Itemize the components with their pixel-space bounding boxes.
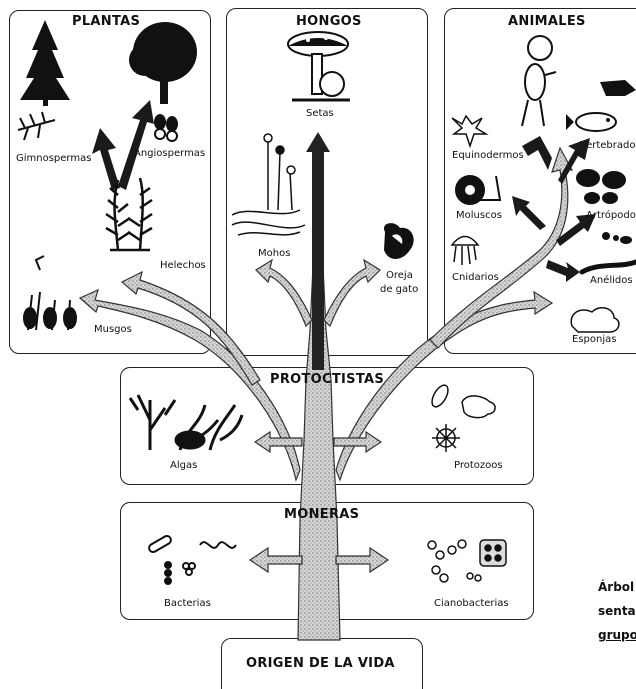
bacteria-illustration	[148, 535, 237, 585]
sponge-illustration	[570, 307, 620, 333]
broadleaf-tree-illustration	[129, 22, 197, 104]
label-algas: Algas	[170, 460, 198, 471]
label-helechos: Helechos	[160, 260, 206, 271]
label-vertebrados: Vertebrados	[580, 140, 636, 151]
hongos-title: HONGOS	[296, 14, 362, 29]
hongos-arrow	[306, 132, 330, 370]
fish-illustration	[566, 112, 617, 132]
starfish-illustration	[451, 114, 489, 149]
bird-illustration	[600, 80, 636, 96]
caption-line-1: Árbol f	[598, 580, 636, 594]
branch-plantas-dark	[92, 100, 154, 190]
label-cnidarios: Cnidarios	[452, 272, 499, 283]
fern-illustration	[105, 177, 153, 252]
label-bacterias: Bacterias	[164, 598, 211, 609]
label-cianobacterias: Cianobacterias	[434, 598, 509, 609]
mold-illustration	[231, 133, 306, 236]
branch-moneras	[248, 546, 390, 574]
label-esponjas: Esponjas	[572, 334, 617, 345]
label-musgos: Musgos	[94, 324, 132, 335]
mushroom-illustration	[287, 31, 350, 102]
label-angiospermas: Angiospermas	[134, 148, 206, 159]
protoctistas-title: PROTOCTISTAS	[270, 372, 384, 387]
acorn-illustration	[154, 114, 178, 142]
label-protozoos: Protozoos	[454, 460, 503, 471]
branch-hongos-sides	[255, 258, 381, 328]
moneras-title: MONERAS	[284, 507, 360, 522]
hongos-box	[226, 8, 428, 356]
label-moluscos: Moluscos	[456, 210, 502, 221]
plantas-title: PLANTAS	[72, 14, 141, 29]
algae-illustration	[128, 394, 244, 451]
cyanobacteria-illustration	[427, 539, 507, 583]
jellyfish-illustration	[450, 235, 480, 265]
label-oreja-2: de gato	[380, 284, 419, 295]
ant-illustration	[602, 232, 632, 244]
protozoa-illustration	[431, 384, 496, 452]
caption-line-3: grupos	[598, 628, 636, 642]
label-mohos: Mohos	[258, 248, 291, 259]
branch-animales	[335, 146, 574, 482]
worm-illustration	[579, 259, 636, 275]
label-equinodermos: Equinodermos	[452, 150, 524, 161]
animales-title: ANIMALES	[508, 14, 586, 29]
butterfly-illustration	[576, 169, 626, 204]
conifer-illustration	[20, 20, 70, 106]
label-artropodos: Artrópodos	[586, 210, 636, 221]
label-setas: Setas	[306, 108, 334, 119]
branch-plantas	[78, 270, 301, 483]
branch-animales-dark	[512, 136, 596, 282]
label-oreja-1: Oreja	[386, 270, 413, 281]
moss-illustration	[23, 255, 77, 331]
origen-title: ORIGEN DE LA VIDA	[246, 656, 395, 671]
baby-illustration	[521, 35, 557, 127]
label-anelidos: Anélidos	[590, 275, 633, 286]
branch-protoctistas	[253, 430, 383, 454]
conifer-branch-illustration	[17, 111, 56, 141]
label-gimnospermas: Gimnospermas	[16, 153, 92, 164]
snail-illustration	[455, 175, 502, 205]
caption-line-2: sentan	[598, 604, 636, 618]
ear-fungus-illustration	[383, 223, 414, 259]
